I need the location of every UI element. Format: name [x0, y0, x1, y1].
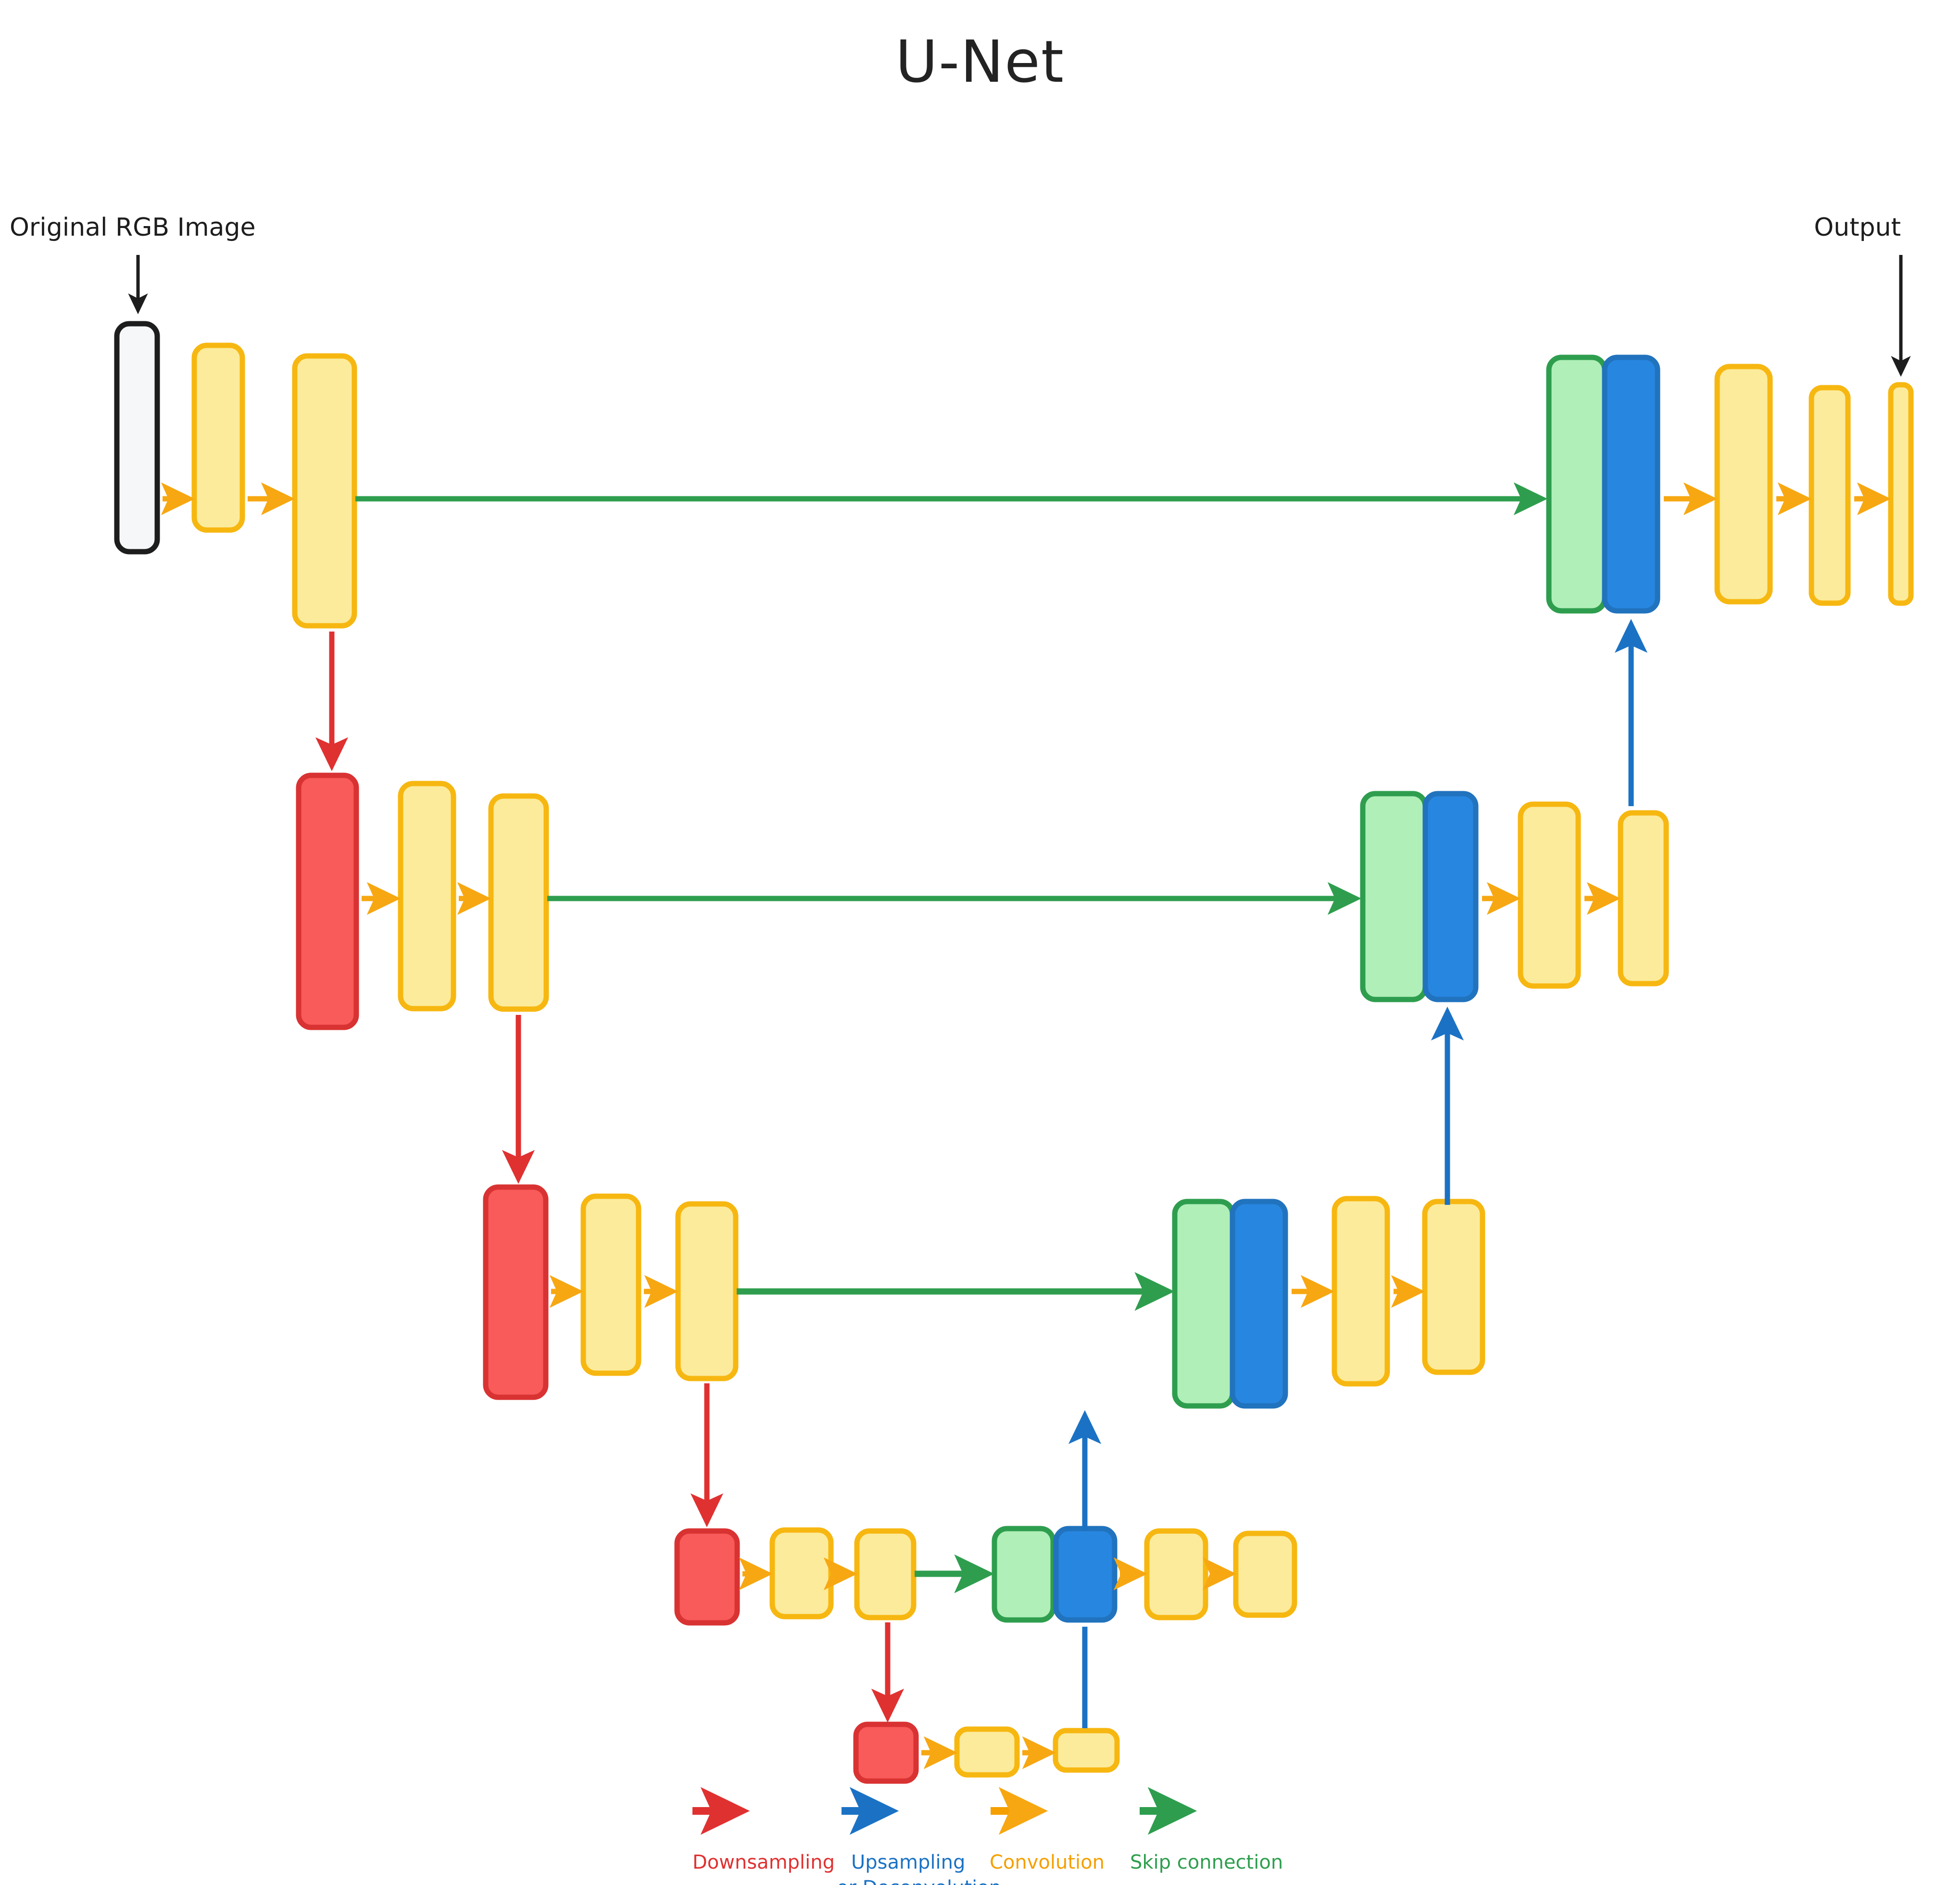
input-image-block — [114, 321, 160, 555]
legend-item-downsampling: Downsampling — [692, 1787, 835, 1873]
upsample-block-l3 — [1230, 1199, 1288, 1409]
downsample-block-bottleneck — [853, 1721, 919, 1784]
conv-block-l3-e2 — [675, 1201, 739, 1381]
conv-block-l4-e2 — [854, 1528, 917, 1620]
legend-label-skip-connection: Skip connection — [1130, 1851, 1283, 1873]
legend-item-skip-connection: Skip connection — [1130, 1787, 1283, 1873]
conv-block-l1-d1 — [1714, 364, 1773, 605]
conv-block-l4-d1 — [1144, 1528, 1208, 1620]
conv-block-bottleneck-2 — [1053, 1728, 1120, 1773]
conv-block-l3-e1 — [580, 1193, 641, 1376]
legend-item-upsampling: Upsampling or Deconvolution — [837, 1787, 1001, 1885]
skip-block-l1 — [1546, 354, 1608, 614]
conv-block-l2-d2 — [1618, 810, 1669, 987]
skip-block-l4 — [992, 1526, 1056, 1623]
conv-block-l2-d1 — [1518, 801, 1581, 989]
level-1-group — [114, 321, 1914, 629]
downsample-block-l4 — [674, 1528, 740, 1626]
conv-block-l2-e2 — [488, 793, 549, 1012]
input-label: Original RGB Image — [10, 213, 256, 242]
downsample-block-l3 — [483, 1184, 549, 1400]
output-block-l1 — [1888, 382, 1914, 606]
bottleneck-group — [853, 1622, 1120, 1784]
skip-block-l2 — [1360, 791, 1428, 1002]
conv-block-l2-e1 — [398, 781, 456, 1012]
legend: Downsampling Upsampling or Deconvolution… — [692, 1787, 1283, 1885]
legend-label-upsampling-line1: Upsampling — [851, 1851, 965, 1873]
skip-block-l3 — [1172, 1199, 1235, 1409]
conv-block-l3-d1 — [1332, 1196, 1390, 1387]
legend-label-upsampling-line2: or Deconvolution — [837, 1877, 1001, 1885]
conv-block-l1-e2 — [292, 353, 357, 629]
conv-block-l1-d2 — [1809, 385, 1851, 606]
conv-block-l1-e1 — [191, 342, 245, 533]
conv-block-l4-d2 — [1233, 1531, 1297, 1618]
conv-block-l4-e1 — [769, 1527, 834, 1619]
legend-item-convolution: Convolution — [990, 1787, 1105, 1873]
upsample-block-l2 — [1422, 791, 1479, 1002]
upsample-block-l1 — [1602, 354, 1660, 614]
page-title: U-Net — [895, 29, 1065, 96]
level-2-group — [296, 619, 1669, 1030]
level-3-group — [483, 1006, 1485, 1409]
legend-label-convolution: Convolution — [990, 1851, 1105, 1873]
downsample-block-l2 — [296, 772, 359, 1030]
output-label: Output — [1814, 213, 1901, 242]
conv-block-l3-d2 — [1422, 1199, 1485, 1375]
conv-block-bottleneck-1 — [954, 1726, 1020, 1778]
upsample-block-l4 — [1053, 1526, 1118, 1623]
level-4-group — [674, 1383, 1297, 1626]
legend-label-downsampling: Downsampling — [692, 1851, 835, 1873]
